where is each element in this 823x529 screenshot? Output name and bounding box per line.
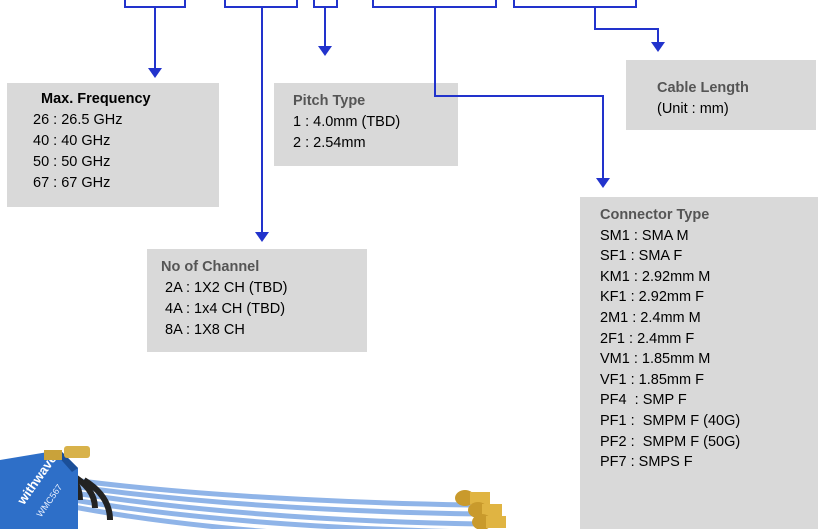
arrowhead-icon bbox=[255, 232, 269, 242]
segment-bracket-frequency bbox=[124, 0, 186, 8]
cable-length-title: Cable Length bbox=[657, 80, 749, 96]
max-frequency-box: Max. Frequency 26 : 26.5 GHz 40 : 40 GHz… bbox=[7, 83, 219, 207]
connector-type-item: KM1 : 2.92mm M bbox=[600, 268, 711, 285]
product-photo: withwave WMC567 bbox=[0, 446, 506, 529]
cable-length-unit: (Unit : mm) bbox=[657, 101, 729, 117]
connector-type-item: PF1 : SMPM F (40G) bbox=[600, 412, 741, 429]
arrowhead-icon bbox=[651, 42, 665, 52]
pitch-type-item: 1 : 4.0mm (TBD) bbox=[293, 114, 401, 130]
no-of-channel-item: 8A : 1X8 CH bbox=[161, 322, 245, 338]
no-of-channel-item: 2A : 1X2 CH (TBD) bbox=[161, 280, 288, 296]
arrow-length bbox=[594, 8, 659, 42]
segment-bracket-connector bbox=[372, 0, 497, 8]
connector-type-item: PF4 : SMP F bbox=[600, 392, 687, 409]
segment-bracket-length bbox=[513, 0, 637, 8]
max-frequency-item: 40 : 40 GHz bbox=[33, 133, 111, 149]
no-of-channel-box: No of Channel 2A : 1X2 CH (TBD) 4A : 1x4… bbox=[147, 249, 367, 352]
connector-type-title: Connector Type bbox=[600, 207, 710, 223]
pitch-type-item: 2 : 2.54mm bbox=[293, 135, 366, 151]
connector-type-item: PF2 : SMPM F (50G) bbox=[600, 433, 741, 450]
connector-type-item: 2M1 : 2.4mm M bbox=[600, 309, 701, 326]
connector-type-item: 2F1 : 2.4mm F bbox=[600, 330, 695, 347]
no-of-channel-title: No of Channel bbox=[161, 259, 260, 275]
no-of-channel-item: 4A : 1x4 CH (TBD) bbox=[161, 301, 286, 317]
connector-type-item: PF7 : SMPS F bbox=[600, 454, 693, 471]
segment-bracket-channel bbox=[224, 0, 298, 8]
pitch-type-title: Pitch Type bbox=[293, 93, 366, 109]
max-frequency-title: Max. Frequency bbox=[41, 91, 151, 107]
connector-type-item: VM1 : 1.85mm M bbox=[600, 351, 711, 368]
segment-bracket-pitch bbox=[313, 0, 338, 8]
arrowhead-icon bbox=[148, 68, 162, 78]
max-frequency-item: 50 : 50 GHz bbox=[33, 154, 111, 170]
arrow-connector bbox=[434, 8, 604, 178]
connector-type-box: Connector Type SM1 : SMA M SF1 : SMA F K… bbox=[580, 197, 818, 529]
max-frequency-item: 26 : 26.5 GHz bbox=[33, 112, 123, 128]
connector-type-item: KF1 : 2.92mm F bbox=[600, 289, 704, 306]
cable-bundle-image: withwave WMC567 bbox=[0, 446, 506, 529]
max-frequency-item: 67 : 67 GHz bbox=[33, 175, 111, 191]
connector-type-item: SF1 : SMA F bbox=[600, 248, 683, 265]
arrowhead-icon bbox=[596, 178, 610, 188]
arrowhead-icon bbox=[318, 46, 332, 56]
connector-type-item: SM1 : SMA M bbox=[600, 227, 689, 244]
connector-type-item: VF1 : 1.85mm F bbox=[600, 371, 704, 388]
pitch-type-box: Pitch Type 1 : 4.0mm (TBD) 2 : 2.54mm bbox=[274, 83, 458, 166]
cable-length-box: Cable Length (Unit : mm) bbox=[626, 60, 816, 130]
